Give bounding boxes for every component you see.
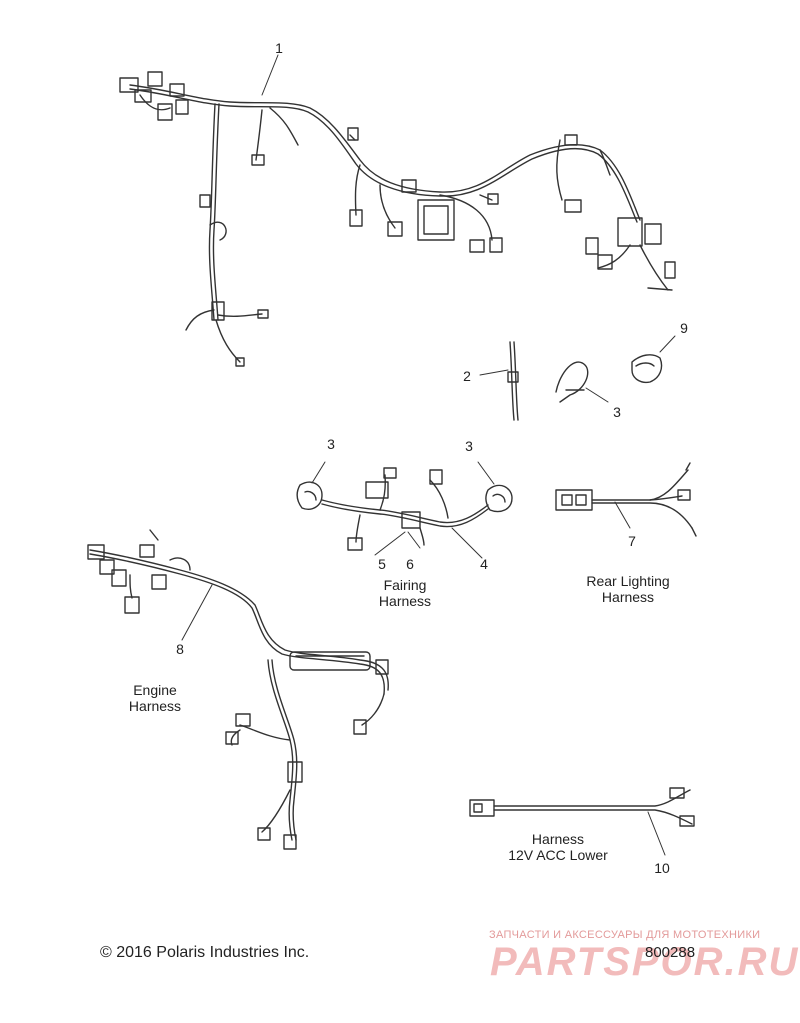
rear-caption-line1: Rear Lighting <box>586 573 670 589</box>
acc-harness-drawing <box>469 787 695 856</box>
rear-caption-line2: Harness <box>601 589 655 605</box>
fairing-caption-line2: Harness <box>378 593 432 609</box>
callout-1: 1 <box>275 40 283 56</box>
copyright-text: © 2016 Polaris Industries Inc. <box>100 944 310 961</box>
figure-number: 800288 <box>645 944 696 961</box>
rear-lighting-harness-drawing <box>555 462 697 537</box>
callout-3-tie: 3 <box>613 404 621 420</box>
callout-4: 4 <box>480 556 488 572</box>
engine-harness-drawing <box>87 529 389 850</box>
callout-10: 10 <box>654 860 670 876</box>
watermark-tagline: ЗАПЧАСТИ И АКСЕССУАРЫ ДЛЯ МОТОТЕХНИКИ <box>489 929 761 941</box>
part-2-drawing <box>479 341 519 421</box>
callout-3-left-horn: 3 <box>327 436 335 452</box>
callout-2: 2 <box>463 368 471 384</box>
acc-caption-line1: Harness <box>531 831 585 847</box>
callout-5: 5 <box>378 556 386 572</box>
main-harness-drawing <box>119 71 676 367</box>
part-3-cable-tie-drawing <box>555 361 609 403</box>
acc-caption-line2: 12V ACC Lower <box>508 847 608 863</box>
callout-8: 8 <box>176 641 184 657</box>
callout-9: 9 <box>680 320 688 336</box>
fairing-harness-drawing <box>296 461 513 559</box>
acc-harness-caption: Harness 12V ACC Lower <box>498 831 618 863</box>
callout-1-leader <box>261 54 279 96</box>
part-9-cap-drawing <box>631 335 676 384</box>
watermark-logo: PARTSPOR.RU <box>490 940 800 984</box>
engine-harness-caption: Engine Harness <box>110 682 200 714</box>
callout-6: 6 <box>406 556 414 572</box>
fairing-harness-caption: Fairing Harness <box>360 577 450 609</box>
rear-lighting-caption: Rear Lighting Harness <box>568 573 688 605</box>
engine-caption-line2: Harness <box>128 698 182 714</box>
callout-7: 7 <box>628 533 636 549</box>
fairing-caption-line1: Fairing <box>383 577 427 593</box>
engine-caption-line1: Engine <box>133 682 177 698</box>
callout-3-right-horn: 3 <box>465 438 473 454</box>
